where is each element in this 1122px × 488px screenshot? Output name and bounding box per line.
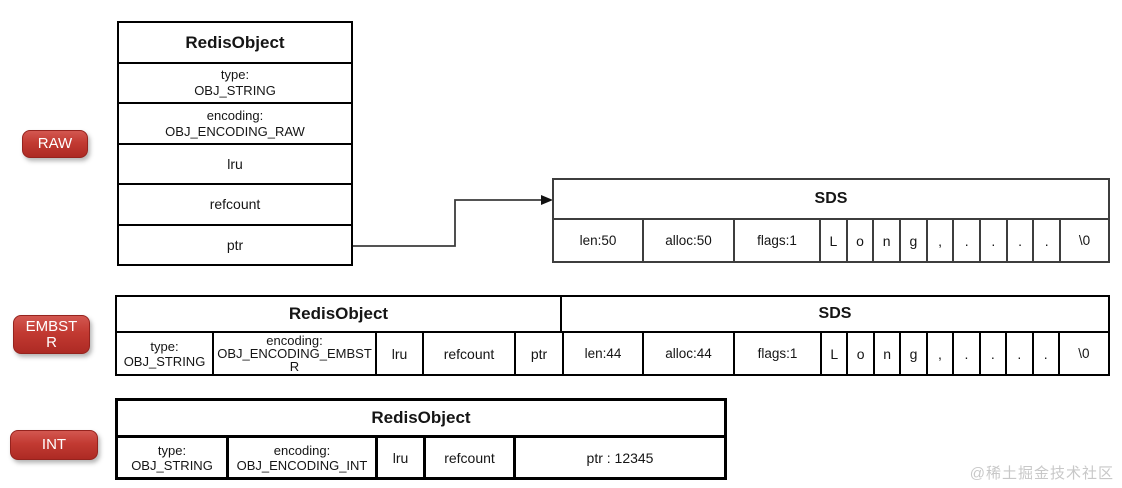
embstr-combined-table: RedisObject SDS type: OBJ_STRING encodin… [115, 295, 1110, 376]
embstr-type-label: type: [150, 338, 179, 354]
raw-encoding-cell: encoding: OBJ_ENCODING_RAW [119, 102, 351, 142]
embstr-sds-char-cell: n [872, 333, 899, 374]
int-ptr-cell: ptr : 12345 [513, 438, 724, 477]
raw-type-cell: type: OBJ_STRING [119, 62, 351, 102]
int-type-cell: type: OBJ_STRING [118, 438, 226, 477]
raw-ptr-cell: ptr [119, 223, 351, 264]
raw-badge: RAW [22, 130, 88, 158]
int-refcount-cell: refcount [423, 438, 513, 477]
int-redisobject-table: RedisObject type: OBJ_STRING encoding: O… [115, 398, 727, 480]
raw-sds-title: SDS [554, 180, 1108, 220]
int-badge: INT [10, 430, 98, 460]
int-encoding-value: OBJ_ENCODING_INT [236, 457, 368, 473]
embstr-encoding-cell: encoding: OBJ_ENCODING_EMBSTR [212, 333, 375, 374]
embstr-sds-title: SDS [818, 305, 852, 322]
embstr-sds-flags-cell: flags:1 [733, 333, 820, 374]
embstr-sds-char-cell: g [899, 333, 925, 374]
embstr-encoding-label: encoding: [266, 333, 323, 348]
raw-sds-char-cell: . [979, 220, 1006, 261]
raw-badge-label: RAW [37, 135, 73, 152]
embstr-table-header: RedisObject SDS [117, 297, 1108, 333]
int-encoding-label: encoding: [273, 442, 331, 458]
raw-lru-cell: lru [119, 142, 351, 183]
raw-redisobject-title: RedisObject [185, 32, 285, 52]
embstr-type-value: OBJ_STRING [123, 353, 206, 369]
embstr-sds-char-cell: . [952, 333, 978, 374]
raw-sds-char-cell: . [1032, 220, 1059, 261]
int-redisobject-title: RedisObject [118, 401, 724, 438]
int-lru-cell: lru [375, 438, 423, 477]
embstr-sds-char-cell: , [925, 333, 952, 374]
raw-sds-cells: len:50 alloc:50 flags:1 L o n g , . . . … [554, 220, 1108, 261]
embstr-sds-char-cell: . [1031, 333, 1058, 374]
embstr-refcount-cell: refcount [422, 333, 514, 374]
embstr-sds-len-cell: len:44 [562, 333, 642, 374]
raw-refcount-cell: refcount [119, 183, 351, 223]
embstr-sds-char-cell: o [846, 333, 872, 374]
int-encoding-cell: encoding: OBJ_ENCODING_INT [226, 438, 375, 477]
int-table-cells: type: OBJ_STRING encoding: OBJ_ENCODING_… [118, 438, 724, 477]
embstr-redisobject-title: RedisObject [117, 297, 562, 331]
embstr-badge: EMBSTR [13, 315, 90, 354]
int-type-value: OBJ_STRING [131, 457, 213, 473]
embstr-lru-cell: lru [375, 333, 422, 374]
embstr-sds-alloc-cell: alloc:44 [642, 333, 733, 374]
embstr-table-cells: type: OBJ_STRING encoding: OBJ_ENCODING_… [117, 333, 1108, 374]
raw-sds-char-cell: . [1005, 220, 1033, 261]
raw-sds-len-cell: len:50 [579, 233, 617, 248]
raw-sds-char-cell: g [899, 220, 926, 261]
embstr-type-cell: type: OBJ_STRING [117, 333, 212, 374]
embstr-encoding-value: OBJ_ENCODING_EMBSTR [217, 346, 372, 374]
raw-sds-flags-cell: flags:1 [733, 220, 819, 261]
raw-sds-table: SDS len:50 alloc:50 flags:1 L o n g , . … [552, 178, 1110, 263]
raw-sds-null-terminator-cell: \0 [1059, 220, 1108, 261]
int-type-label: type: [157, 442, 187, 458]
embstr-sds-char-cell: . [1005, 333, 1031, 374]
raw-sds-char-cell: o [845, 220, 873, 261]
raw-sds-char-cell: L [819, 220, 846, 261]
raw-sds-char-cell: n [872, 220, 899, 261]
raw-sds-alloc-cell: alloc:50 [642, 220, 733, 261]
embstr-sds-null-terminator-cell: \0 [1057, 333, 1108, 374]
embstr-badge-label: EMBSTR [25, 317, 78, 351]
embstr-ptr-cell: ptr [514, 333, 562, 374]
raw-encoding-value: OBJ_ENCODING_RAW [165, 123, 305, 139]
watermark: @稀土掘金技术社区 [969, 465, 1114, 482]
raw-redisobject-table: RedisObject type: OBJ_STRING encoding: O… [117, 21, 353, 266]
raw-sds-char-cell: . [952, 220, 979, 261]
int-badge-label: INT [41, 436, 67, 453]
ptr-to-sds-arrow [353, 195, 553, 247]
raw-type-label: type: [220, 67, 250, 83]
raw-type-value: OBJ_STRING [194, 83, 276, 99]
raw-sds-char-cell: , [925, 220, 953, 261]
embstr-sds-char-cell: L [820, 333, 846, 374]
embstr-sds-char-cell: . [978, 333, 1005, 374]
raw-encoding-label: encoding: [206, 107, 264, 123]
